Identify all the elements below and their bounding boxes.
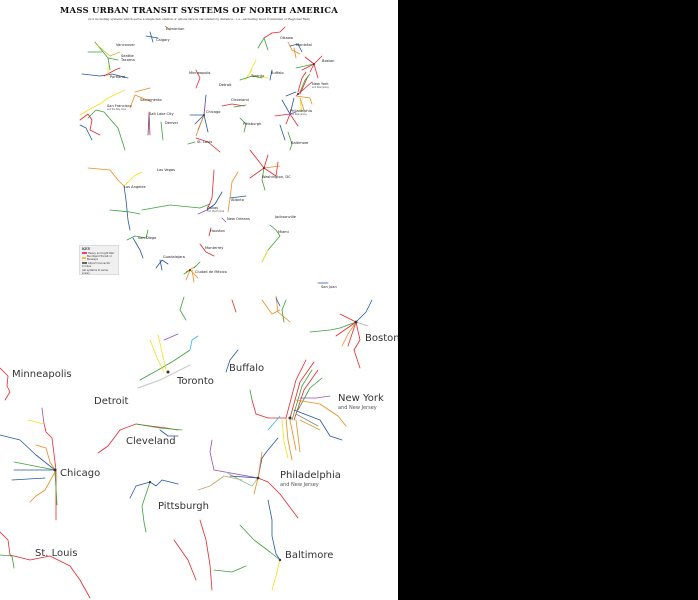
city-label-san-diego: San Diego [138,236,157,240]
city-label-new-orleans: New Orleans [227,217,250,221]
city-label-denver: Denver [165,121,179,125]
city-label-jacksonville: Jacksonville [275,215,297,219]
detail-label-toronto: Toronto [177,376,214,387]
detail-label-buffalo: Buffalo [229,363,265,374]
key-swatch-rail [82,252,87,254]
key-note: (all systems to same scale) [82,268,108,275]
city-label-calgary: Calgary [156,38,170,42]
city-label-pittsburgh: Pittsburgh [243,122,262,126]
detail-label-minneapolis: Minneapolis [12,369,72,380]
city-label-houston: Houston [210,229,225,233]
key-swatch-brt [82,257,86,259]
detail-label-boston: Boston [365,333,398,344]
city-label-baltimore: Baltimore [291,141,309,145]
city-label-ottawa: Ottawa [280,36,293,40]
city-label-los-angeles: Los Angeles [124,185,146,189]
city-label-miami: Miami [278,230,289,234]
key-title: KEY [82,247,91,251]
city-label-tacoma: Tacoma [121,58,135,62]
map-subtitle: (not including systems which serve a sin… [88,17,310,21]
city-label-toronto: Toronto [251,74,265,78]
detail-label-baltimore: Baltimore [285,550,334,561]
city-label-san-juan: San Juan [321,285,337,289]
detail-label-detroit: Detroit [94,396,129,407]
key-scale: 0 miles [82,265,92,268]
city-label-detroit: Detroit [219,83,232,87]
city-label-monterrey: Monterrey [205,246,224,250]
city-label-sacramento: Sacramento [140,98,162,102]
city-label-las-vegas: Las Vegas [157,168,175,172]
city-label-chicago: Chicago [206,110,221,114]
key-swatch-airport [82,262,87,264]
map-key: KEY Heavy and Light Rail Bus Rapid Trans… [79,245,119,275]
detail-label-st-louis: St. Louis [35,548,78,559]
city-label-buffalo: Buffalo [271,71,284,75]
city-label-ciudad-de-mexico: Ciudad de México [195,270,227,274]
key-item: Bus Rapid Transit or Busways [82,255,116,261]
transit-lines [0,25,373,599]
city-label-atlanta: Atlanta [231,198,244,202]
city-label-st-louis: St. Louis [197,140,213,144]
city-label-montreal: Montréal [296,43,312,47]
city-label-guadalajara: Guadalajara [163,255,185,259]
key-item: Heavy and Light Rail [82,252,116,255]
city-label-boston: Boston [322,59,335,63]
key-item: Airport Connector [82,262,116,265]
map-title: MASS URBAN TRANSIT SYSTEMS OF NORTH AMER… [59,6,339,16]
city-label-cleveland: Cleveland [231,98,249,102]
city-label-vancouver: Vancouver [116,43,135,47]
city-label-salt-lake-city: Salt Lake City [149,112,174,116]
city-label-minneapolis: Minneapolis [189,71,211,75]
city-label-edmonton: Edmonton [166,27,185,31]
city-label-portland: Portland [110,75,125,79]
city-label-washington-dc: Washington, DC [262,175,291,179]
detail-label-cleveland: Cleveland [126,436,176,447]
city-label-seattle: Seattle [121,54,134,58]
detail-label-pittsburgh: Pittsburgh [158,501,209,512]
detail-label-chicago: Chicago [60,468,101,479]
map-sheet: MASS URBAN TRANSIT SYSTEMS OF NORTH AMER… [0,0,398,600]
